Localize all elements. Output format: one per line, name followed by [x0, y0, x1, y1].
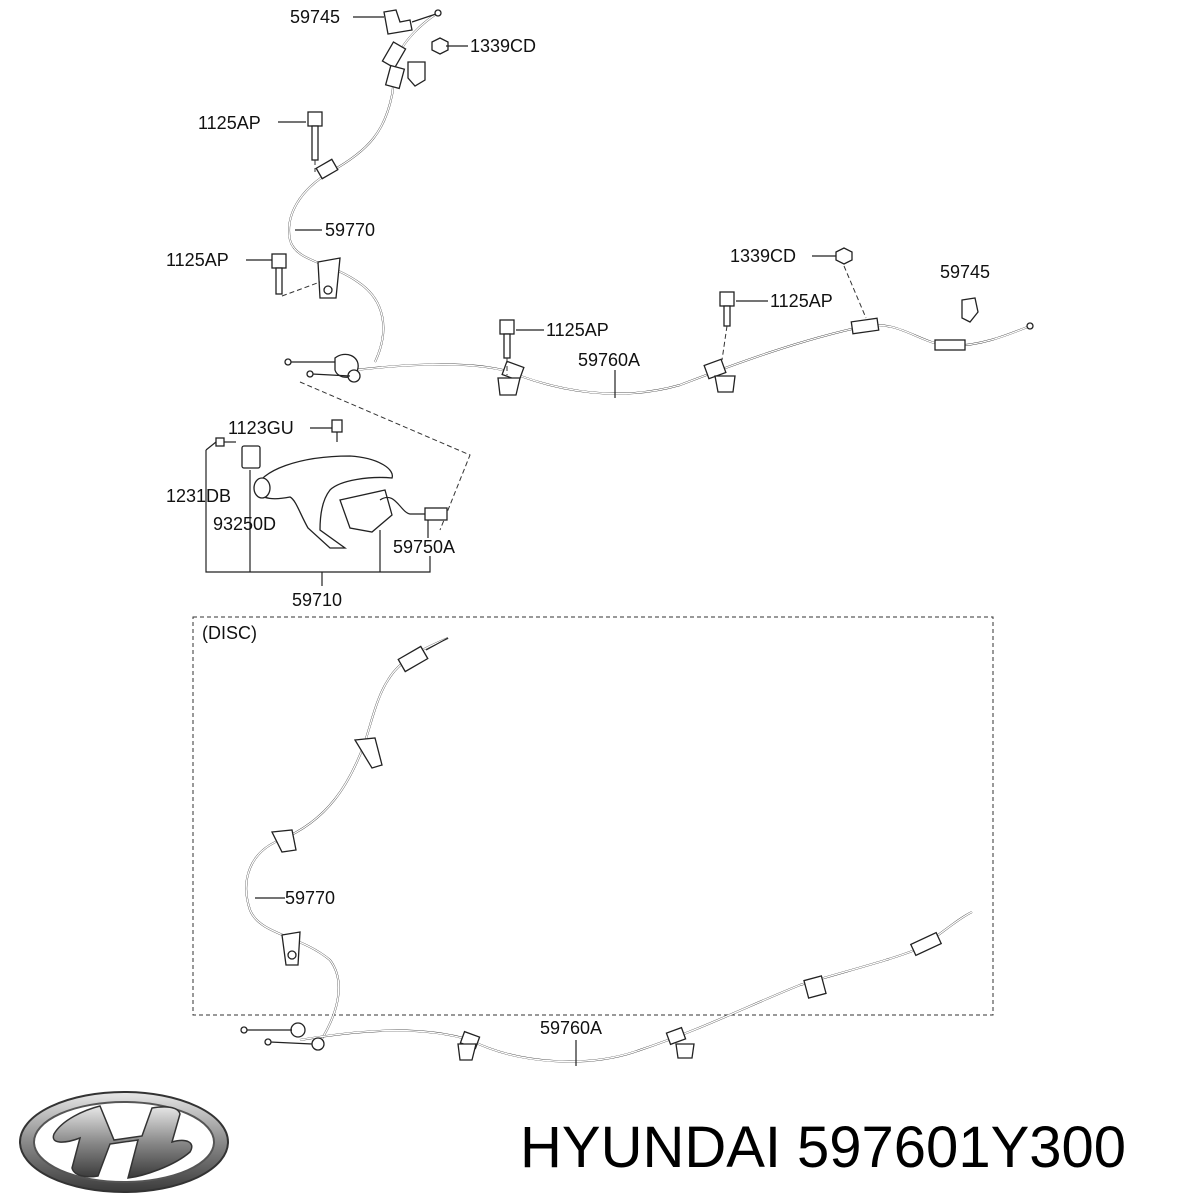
lower-leaders [255, 897, 577, 1066]
bolt-1125AP-2 [271, 253, 321, 297]
brand-name: HYUNDAI [520, 1115, 782, 1180]
lever-bracket-lines [205, 441, 431, 586]
label-93250D: 93250D [213, 514, 276, 534]
bolt-1125AP-3 [499, 319, 515, 375]
label-lower-59770: 59770 [285, 888, 335, 908]
mid-nut-1339CD [835, 247, 867, 319]
part-1231DB [215, 437, 236, 447]
top-nut-1339CD [407, 37, 449, 87]
label-mid-1339CD: 1339CD [730, 246, 796, 266]
label-lower-59760A: 59760A [540, 1018, 602, 1038]
hyundai-logo [19, 1091, 229, 1193]
dashed-link [299, 381, 471, 531]
disc-box [192, 616, 994, 1016]
label-59710: 59710 [292, 590, 342, 610]
part-1123GU [331, 419, 343, 442]
right-clip-59745 [961, 297, 979, 323]
label-1123GU: 1123GU [228, 418, 294, 438]
bolt-1125AP-1 [307, 111, 323, 172]
label-1125AP-1: 1125AP [198, 113, 261, 133]
brake-lever [253, 455, 448, 549]
label-upper-59760A: 59760A [578, 350, 640, 370]
upper-cable-59770 [288, 13, 437, 363]
part-number: 597601Y300 [797, 1115, 1127, 1180]
label-1231DB: 1231DB [166, 486, 231, 506]
upper-cable-59760A [284, 317, 1034, 396]
label-disc: (DISC) [202, 623, 257, 643]
lower-cable-59770 [245, 637, 449, 1043]
bolt-1125AP-4 [719, 291, 735, 361]
label-right-59745: 59745 [940, 262, 990, 282]
part-93250D [241, 445, 261, 469]
label-1125AP-2: 1125AP [166, 250, 229, 270]
label-upper-59770: 59770 [325, 220, 375, 240]
lower-cable-59760A [240, 911, 973, 1063]
label-59750A: 59750A [393, 537, 455, 557]
label-top-1339CD: 1339CD [470, 36, 536, 56]
label-top-59745: 59745 [290, 7, 340, 27]
top-clip-59745 [383, 9, 442, 35]
label-1125AP-4: 1125AP [770, 291, 833, 311]
upper-leaders [246, 16, 836, 538]
label-1125AP-3: 1125AP [546, 320, 609, 340]
